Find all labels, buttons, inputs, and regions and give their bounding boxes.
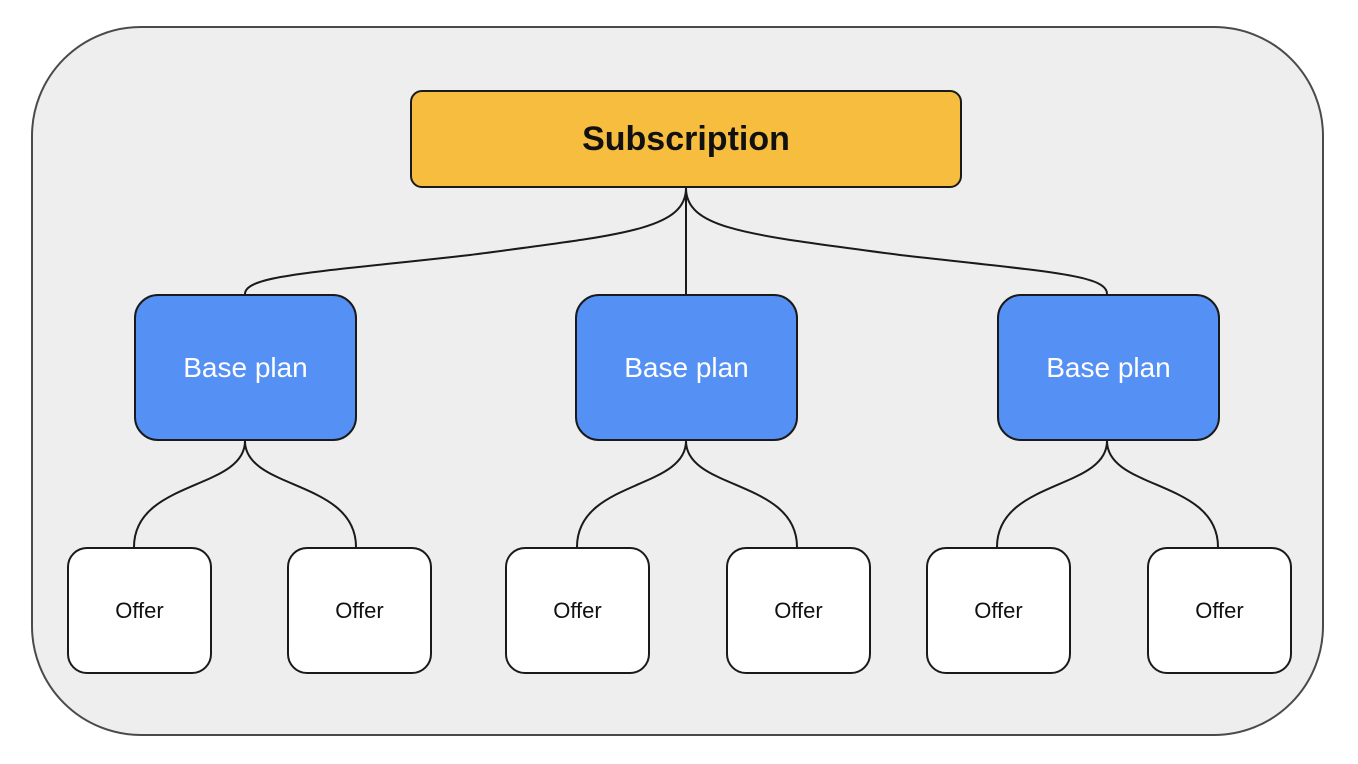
- connector-base-2-offer-1: [576, 440, 687, 548]
- offer-node-2-2: Offer: [726, 547, 871, 674]
- base-plan-node-2: Base plan: [575, 294, 798, 441]
- offer-label: Offer: [1195, 597, 1244, 623]
- connector-base-3-offer-2: [1106, 440, 1219, 548]
- offer-label: Offer: [974, 597, 1023, 623]
- subscription-node: Subscription: [410, 90, 962, 188]
- base-plan-label: Base plan: [624, 351, 749, 383]
- connector-root-base-1: [244, 187, 687, 295]
- connector-base-1-offer-2: [244, 440, 357, 548]
- offer-label: Offer: [774, 597, 823, 623]
- offer-label: Offer: [335, 597, 384, 623]
- base-plan-node-3: Base plan: [997, 294, 1220, 441]
- connector-base-3-offer-1: [996, 440, 1108, 548]
- base-plan-label: Base plan: [183, 351, 308, 383]
- connector-root-base-3: [685, 187, 1108, 295]
- offer-node-1-1: Offer: [67, 547, 212, 674]
- offer-node-3-2: Offer: [1147, 547, 1292, 674]
- offer-node-1-2: Offer: [287, 547, 432, 674]
- offer-node-2-1: Offer: [505, 547, 650, 674]
- connector-base-1-offer-1: [133, 440, 246, 548]
- subscription-label: Subscription: [582, 119, 790, 158]
- base-plan-node-1: Base plan: [134, 294, 357, 441]
- connector-base-2-offer-2: [685, 440, 798, 548]
- offer-label: Offer: [115, 597, 164, 623]
- offer-node-3-1: Offer: [926, 547, 1071, 674]
- base-plan-label: Base plan: [1046, 351, 1171, 383]
- offer-label: Offer: [553, 597, 602, 623]
